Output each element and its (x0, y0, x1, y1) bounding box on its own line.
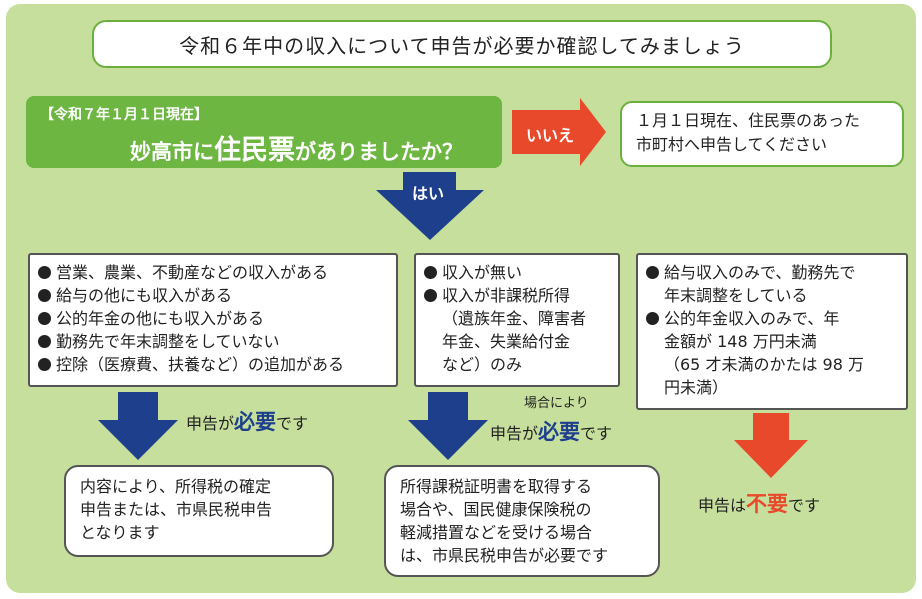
question-post: がありましたか？ (295, 140, 463, 164)
list-item: 給与収入のみで、勤務先で (646, 261, 898, 284)
label-post: です (276, 414, 309, 433)
result-box-needed: 内容により、所得税の確定 申告または、市県民税申告 となります (64, 465, 334, 557)
result-line: 内容により、所得税の確定 (80, 477, 272, 496)
list-subline: （遺族年金、障害者 (442, 309, 587, 328)
label-pre: 申告が (490, 424, 539, 443)
label-post: です (580, 424, 613, 443)
yes-arrow (376, 172, 484, 240)
no-arrow (512, 98, 606, 166)
list-item: 控除（医療費、扶養など）の追加がある (38, 353, 388, 376)
page-title: 令和６年中の収入について申告が必要か確認してみましょう (92, 20, 832, 68)
notneeded-arrow (734, 413, 808, 478)
result-line: 軽減措置などを受ける場合 (400, 523, 593, 542)
list-item: 勤務先で年末調整をしていない (38, 330, 388, 353)
list-subline: 円未満） (664, 378, 729, 397)
list-item: 給与の他にも収入がある (38, 284, 388, 307)
label-emphasis: 必要 (234, 410, 277, 434)
conditional-note: 場合により (524, 396, 589, 411)
list-item: 公的年金収入のみで、年 (646, 307, 898, 330)
result-box-conditional: 所得課税証明書を取得する 場合や、国民健康保険税の 軽減措置などを受ける場合 は… (384, 465, 660, 577)
list-item: 収入が非課税所得 (424, 284, 610, 307)
question-highlight: 住民票 (214, 135, 295, 166)
no-answer-line: １月１日現在、住民票のあった (636, 111, 861, 130)
question-box: 【令和７年１月１日現在】 妙高市に住民票がありましたか？ (26, 96, 502, 168)
needed-arrow (98, 392, 178, 460)
conditional-arrow (408, 392, 488, 460)
no-label: いいえ (526, 126, 575, 145)
no-answer-box: １月１日現在、住民票のあった 市町村へ申告してください (620, 101, 904, 167)
list-item: 収入が無い (424, 261, 610, 284)
list-subline: （65 才未満のかたは 98 万 (664, 355, 864, 374)
list-item: 営業、農業、不動産などの収入がある (38, 261, 388, 284)
title-text: 令和６年中の収入について申告が必要か確認してみましょう (179, 33, 745, 58)
question-text: 妙高市に住民票がありましたか？ (130, 128, 463, 167)
needed-label: 申告が必要です (186, 406, 308, 436)
question-date: 【令和７年１月１日現在】 (40, 107, 208, 123)
result-line: となります (80, 523, 160, 542)
condition-list-conditional: 収入が無い 収入が非課税所得 （遺族年金、障害者 年金、失業給付金 など）のみ (414, 253, 620, 387)
condition-list-notneeded: 給与収入のみで、勤務先で 年末調整をしている 公的年金収入のみで、年 金額が 1… (636, 253, 908, 410)
condition-list-needed: 営業、農業、不動産などの収入がある 給与の他にも収入がある 公的年金の他にも収入… (28, 253, 398, 387)
label-pre: 申告が (186, 414, 235, 433)
conditional-label: 申告が必要です (490, 416, 612, 446)
label-post: です (788, 496, 821, 515)
result-line: 所得課税証明書を取得する (400, 477, 593, 496)
list-subline: など）のみ (442, 355, 523, 374)
question-pre: 妙高市に (130, 140, 214, 164)
list-item: 公的年金の他にも収入がある (38, 307, 388, 330)
label-emphasis: 不要 (746, 492, 789, 516)
result-line: は、市県民税申告が必要です (400, 546, 609, 565)
result-line: 場合や、国民健康保険税の (400, 500, 592, 519)
result-line: 申告または、市県民税申告 (80, 500, 273, 519)
yes-label: はい (412, 184, 445, 203)
no-answer-line: 市町村へ申告してください (636, 135, 828, 154)
list-subline: 金額が 148 万円未満 (664, 332, 817, 351)
list-subline: 年金、失業給付金 (442, 332, 571, 351)
label-pre: 申告は (698, 496, 747, 515)
notneeded-label: 申告は不要です (698, 488, 820, 518)
list-subline: 年末調整をしている (664, 286, 808, 305)
label-emphasis: 必要 (538, 420, 581, 444)
